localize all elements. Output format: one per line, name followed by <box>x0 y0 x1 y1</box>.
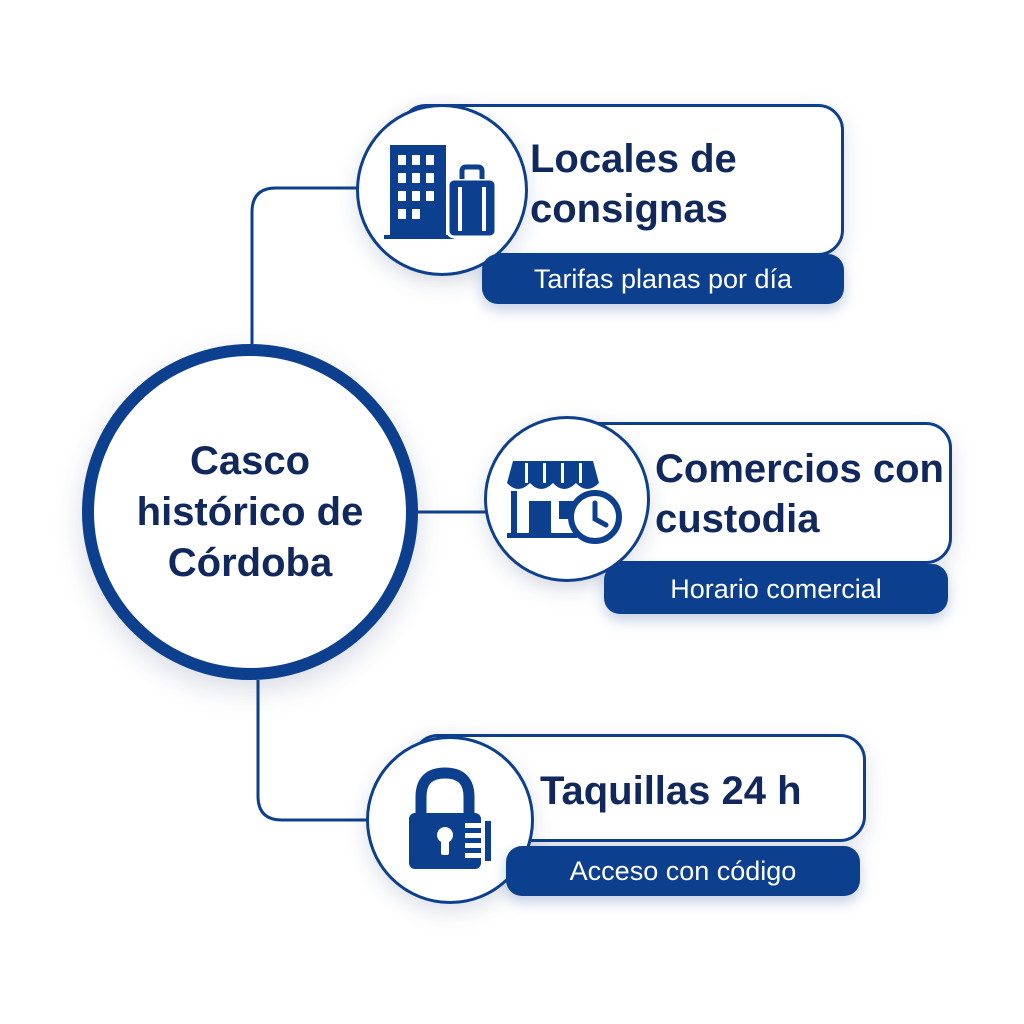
option-tag-taquillas: Acceso con código <box>506 846 860 896</box>
option-title-locales: Locales de consignas <box>530 137 737 231</box>
padlock-icon <box>409 767 491 869</box>
option-title-taquillas: Taquillas 24 h <box>540 769 802 813</box>
hub-title: Casco histórico de Córdoba <box>136 438 364 585</box>
option-title-comercios: Comercios con custodia <box>655 447 944 541</box>
option-circle-comercios <box>484 416 650 582</box>
building-luggage-icon <box>384 145 498 239</box>
shop-clock-icon <box>507 461 622 544</box>
option-tag-comercios: Horario comercial <box>604 564 948 614</box>
option-tag-locales: Tarifas planas por día <box>482 254 844 304</box>
hub-circle: Casco histórico de Córdoba <box>82 344 418 680</box>
connector-to-lockers-stores <box>250 186 360 344</box>
connector-to-lockers <box>256 680 368 822</box>
option-circle-locales <box>356 104 528 276</box>
